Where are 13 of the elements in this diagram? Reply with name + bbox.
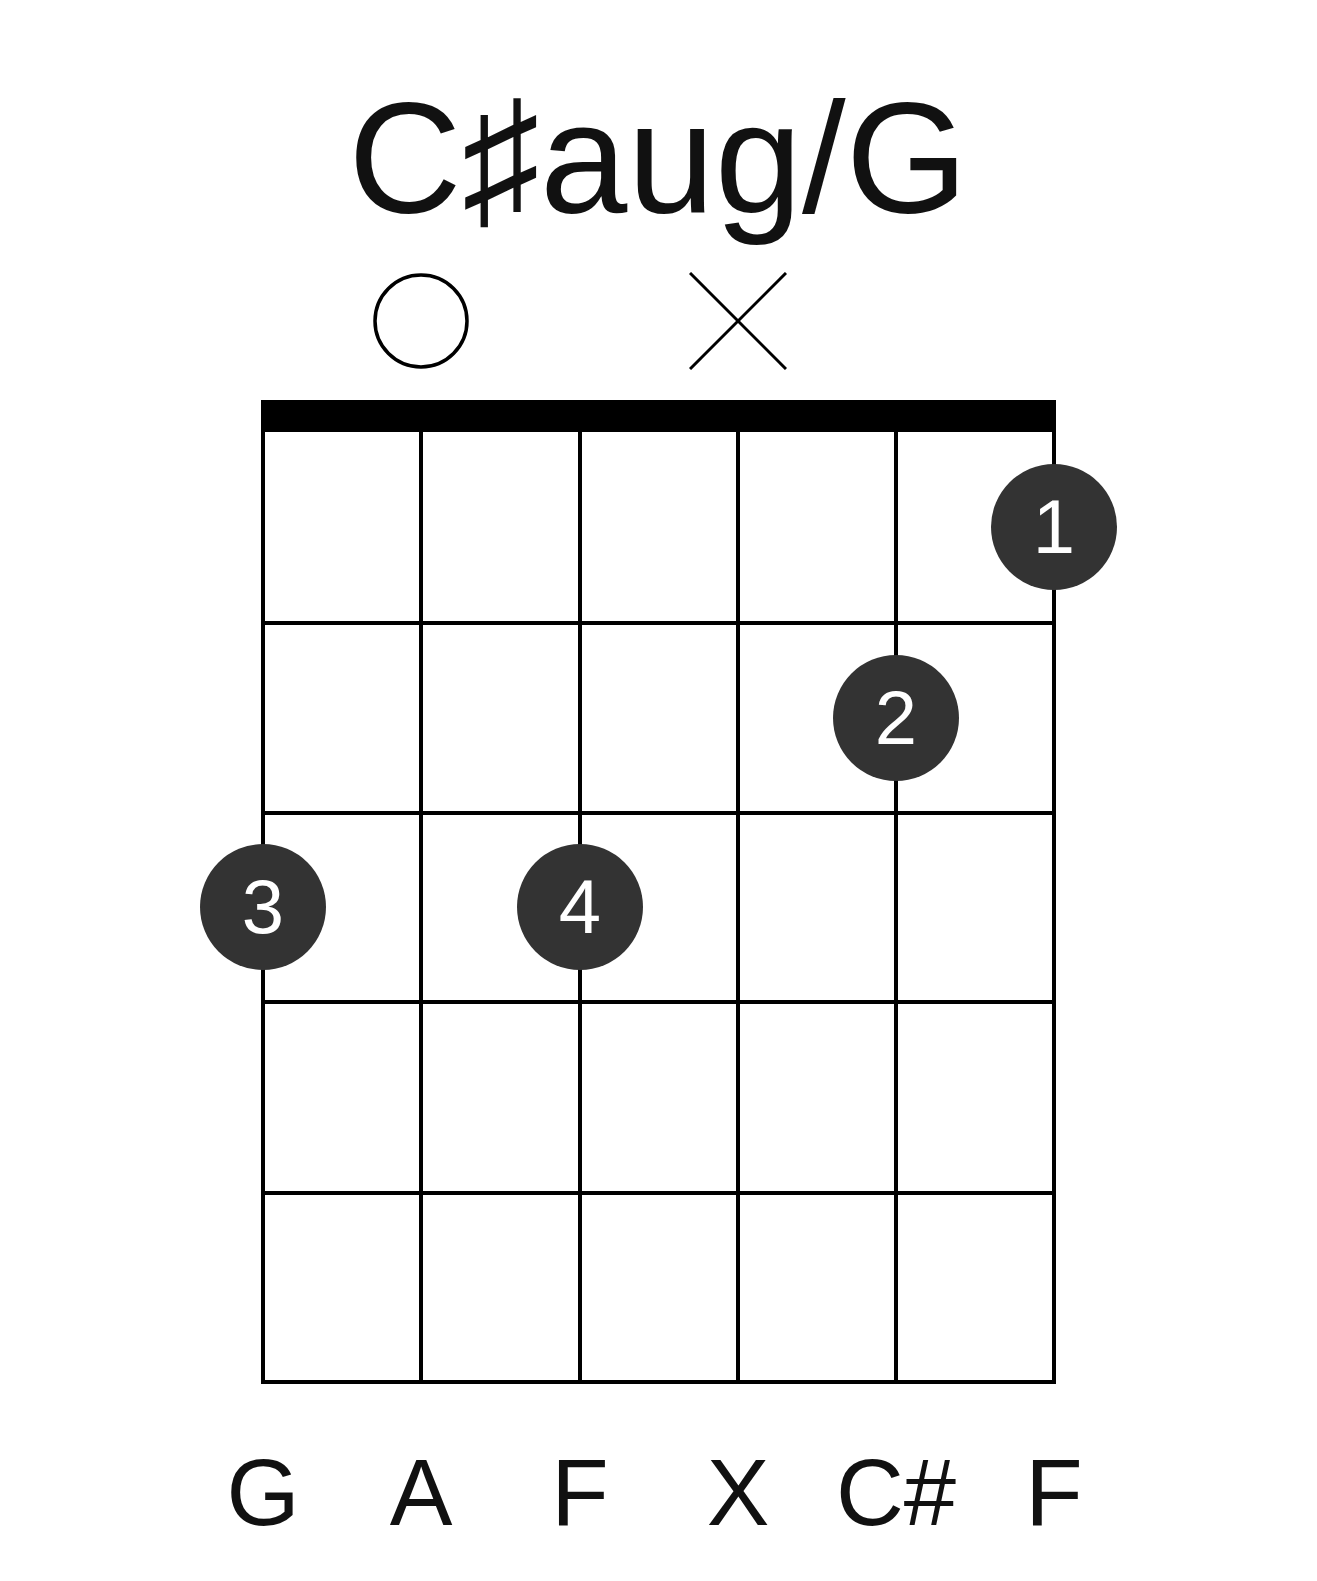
finger-number-dot: 3 (200, 844, 326, 970)
note-name: C# (835, 1446, 957, 1540)
note-name: F (1025, 1446, 1083, 1540)
note-name: X (706, 1446, 770, 1540)
chord-title: C♯aug/G (347, 69, 969, 247)
note-name: F (551, 1446, 609, 1540)
finger-number-dot: 1 (991, 464, 1117, 590)
cross-icon (689, 272, 787, 370)
note-name: G (226, 1446, 300, 1540)
ring-icon (373, 273, 469, 369)
finger-number-dot: 4 (517, 844, 643, 970)
finger-number-dot: 2 (833, 655, 959, 781)
note-name: A (389, 1446, 453, 1540)
